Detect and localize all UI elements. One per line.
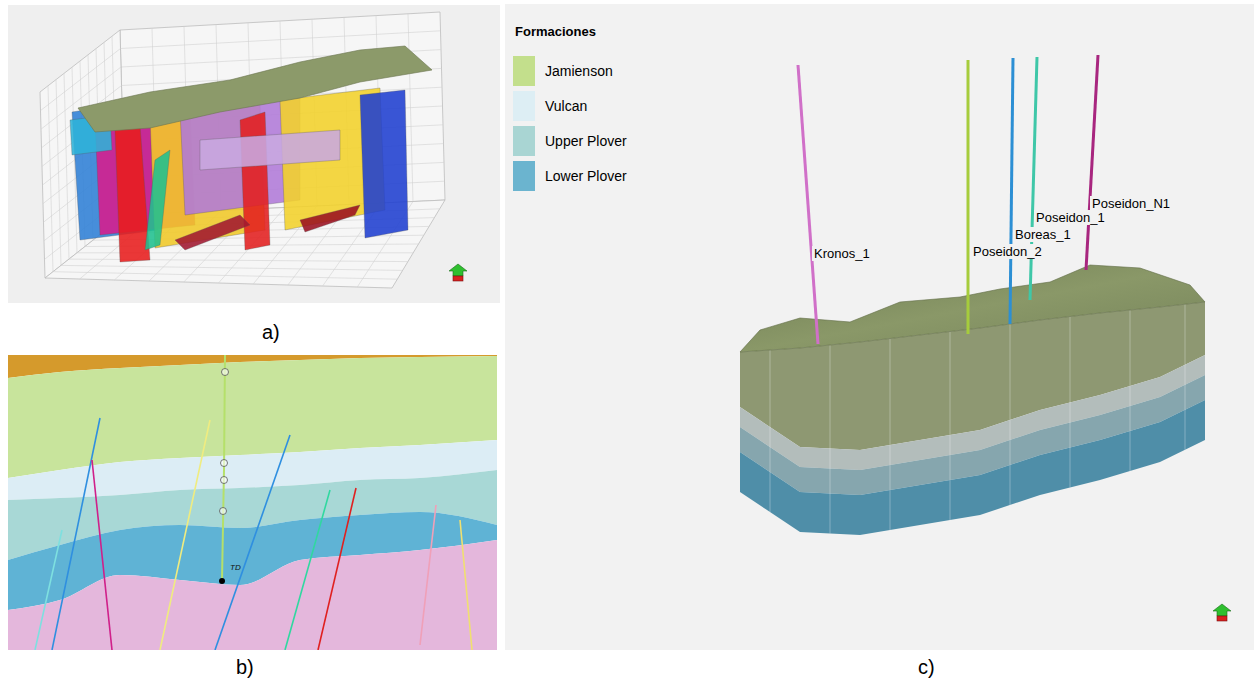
cell-edge xyxy=(1130,310,1131,471)
cell-edge xyxy=(1070,317,1071,488)
fault-line xyxy=(160,420,210,650)
legend-swatch xyxy=(513,91,535,121)
lower-plover-block xyxy=(740,400,1205,535)
panel-letter: b) xyxy=(236,655,254,679)
fault-line xyxy=(92,460,112,650)
well-marker xyxy=(221,477,228,484)
fault-line xyxy=(215,435,290,650)
well-path xyxy=(222,355,225,580)
fault-line xyxy=(52,418,100,650)
legend-text: Upper Plover xyxy=(545,133,627,149)
fault-line xyxy=(35,530,62,650)
cell-edge xyxy=(950,332,951,521)
well-name: Poseidon_1 xyxy=(1034,210,1107,225)
legend-heading: Formaciones xyxy=(515,24,596,40)
fault-surface xyxy=(200,130,340,170)
well-marker xyxy=(221,460,228,467)
fault-surface xyxy=(240,112,270,250)
cell-edge xyxy=(770,350,771,512)
top-surface xyxy=(740,265,1205,352)
well-trajectory xyxy=(1086,55,1098,270)
orientation-icon xyxy=(1217,616,1227,621)
basement-layer xyxy=(8,540,497,650)
fault-surface xyxy=(360,90,408,238)
grid-line xyxy=(408,14,413,202)
depth-label: TD xyxy=(230,563,241,573)
well-name: Kronos_1 xyxy=(812,246,872,261)
grid-block-3d xyxy=(740,55,1231,621)
orientation-icon xyxy=(449,264,467,276)
well-marker xyxy=(222,369,229,376)
panel-a-ground xyxy=(8,5,500,303)
legend-item: Vulcan xyxy=(513,91,587,121)
legend-text: Vulcan xyxy=(545,98,587,114)
well-trajectory xyxy=(1010,58,1013,324)
orientation-icon xyxy=(1213,604,1231,616)
cell-edge xyxy=(890,339,891,531)
well-name: Boreas_1 xyxy=(1013,227,1073,242)
legend-swatch xyxy=(513,161,535,191)
fault-line xyxy=(420,505,436,645)
panel-letter: a) xyxy=(262,320,280,344)
well-name: Poseidon_2 xyxy=(971,244,1044,259)
fault-surface xyxy=(145,150,170,250)
cell-edge xyxy=(1010,324,1011,505)
panel-letter: c) xyxy=(918,655,935,679)
total-depth-dot xyxy=(219,578,225,584)
cell-edge xyxy=(830,345,831,534)
legend-text: Jamienson xyxy=(545,63,613,79)
well-trajectory xyxy=(1030,57,1037,300)
well-trajectory xyxy=(967,60,970,334)
cross-section xyxy=(8,355,497,650)
legend-text: Lower Plover xyxy=(545,168,627,184)
fault-surface xyxy=(300,205,360,232)
cell-edge xyxy=(1185,304,1186,450)
fault-line xyxy=(318,488,356,650)
legend-swatch xyxy=(513,56,535,86)
orientation-icon xyxy=(453,276,463,281)
legend-swatch xyxy=(513,126,535,156)
well-marker xyxy=(220,508,227,515)
legend-item: Jamienson xyxy=(513,56,613,86)
well-trajectory xyxy=(798,65,818,344)
legend-item: Upper Plover xyxy=(513,126,627,156)
panel-c-ground xyxy=(505,4,1254,650)
horizon-surface xyxy=(78,46,432,132)
fault-surface xyxy=(115,125,150,262)
fault-line xyxy=(460,520,472,650)
well-name: Poseidon_N1 xyxy=(1090,196,1172,211)
fault-surface xyxy=(175,215,250,250)
legend-item: Lower Plover xyxy=(513,161,627,191)
fault-model-3d xyxy=(40,12,467,288)
